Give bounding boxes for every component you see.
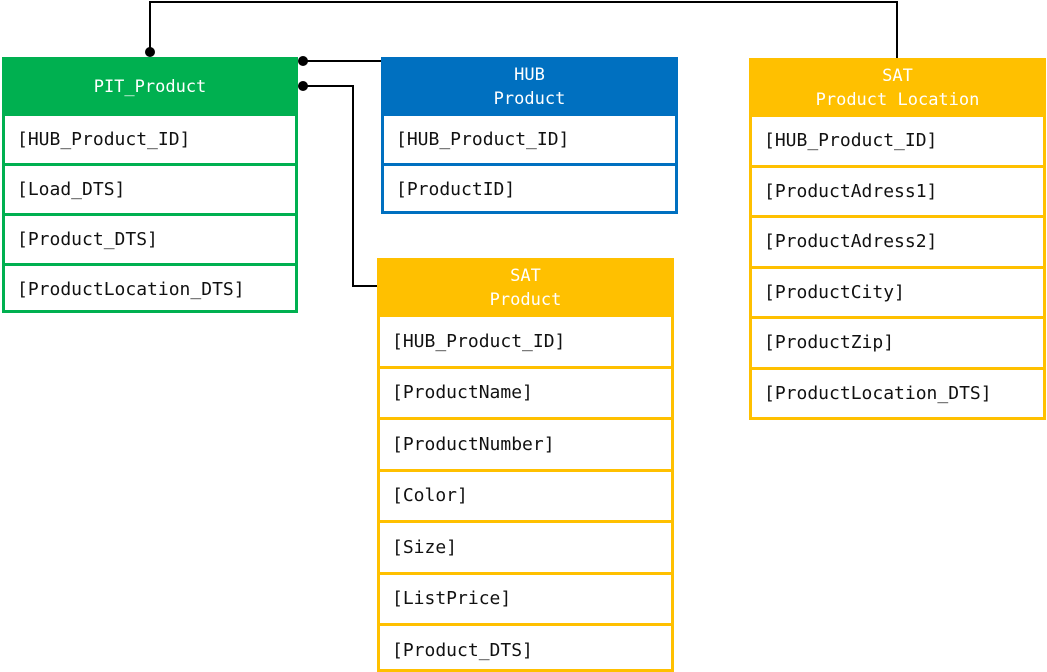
field-product-dts: [Product_DTS] <box>380 623 671 672</box>
field-productlocation-dts: [ProductLocation_DTS] <box>5 263 295 313</box>
connector-endpoint-dot <box>298 56 308 66</box>
entity-title: SAT Product <box>380 261 671 314</box>
entity-sat-product: SAT Product [HUB_Product_ID] [ProductNam… <box>377 258 674 672</box>
field-listprice: [ListPrice] <box>380 571 671 624</box>
entity-pit-product: PIT_Product [HUB_Product_ID] [Load_DTS] … <box>2 57 298 313</box>
field-hub-product-id: [HUB_Product_ID] <box>384 113 675 163</box>
entity-title: HUB Product <box>384 60 675 113</box>
connector-endpoint-dot <box>145 47 155 57</box>
field-size: [Size] <box>380 520 671 572</box>
entity-title-line-2: Product <box>489 289 562 310</box>
entity-title: PIT_Product <box>5 60 295 113</box>
field-productadress1: [ProductAdress1] <box>752 164 1043 216</box>
field-productcity: [ProductCity] <box>752 265 1043 317</box>
field-productzip: [ProductZip] <box>752 316 1043 367</box>
field-hub-product-id: [HUB_Product_ID] <box>752 114 1043 165</box>
field-product-dts: [Product_DTS] <box>5 213 295 263</box>
entity-hub-product: HUB Product [HUB_Product_ID] [ProductID] <box>381 57 678 214</box>
entity-title-line-1: SAT <box>510 265 541 286</box>
entity-title: SAT Product Location <box>752 61 1043 114</box>
entity-title-line-2: Product Location <box>815 89 980 110</box>
entity-title-line-1: HUB <box>514 64 545 85</box>
entity-title-line-1: SAT <box>882 65 913 86</box>
connector-endpoint-dot <box>298 81 308 91</box>
connector-pit-to-sat-product <box>303 85 377 287</box>
field-productid: [ProductID] <box>384 163 675 213</box>
field-load-dts: [Load_DTS] <box>5 163 295 213</box>
field-hub-product-id: [HUB_Product_ID] <box>5 113 295 163</box>
field-productlocation-dts: [ProductLocation_DTS] <box>752 366 1043 418</box>
entity-title-text: PIT_Product <box>93 76 207 97</box>
field-color: [Color] <box>380 468 671 521</box>
entity-sat-product-location: SAT Product Location [HUB_Product_ID] [P… <box>749 58 1046 420</box>
field-productnumber: [ProductNumber] <box>380 417 671 469</box>
entity-title-line-2: Product <box>493 88 566 109</box>
field-productadress2: [ProductAdress2] <box>752 215 1043 266</box>
field-hub-product-id: [HUB_Product_ID] <box>380 314 671 366</box>
field-productname: [ProductName] <box>380 365 671 418</box>
connector-pit-to-sat-location <box>149 1 898 58</box>
